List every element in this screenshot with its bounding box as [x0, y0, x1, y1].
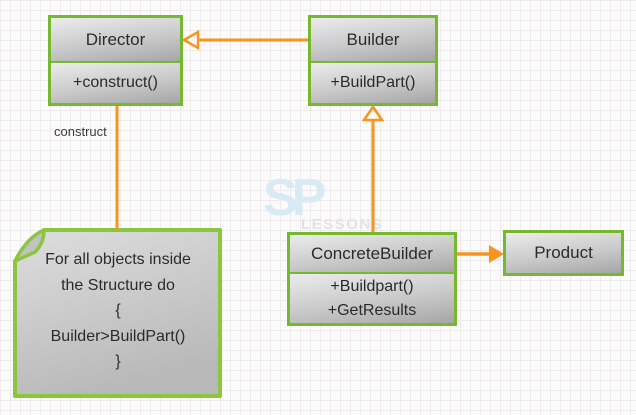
- class-concretebuilder-member: +Buildpart(): [330, 277, 414, 295]
- class-product[interactable]: Product: [503, 230, 624, 276]
- edge-concretebuilder-to-builder[interactable]: [361, 104, 385, 232]
- note-shape[interactable]: [13, 228, 222, 398]
- open-arrowhead-left-icon: [181, 29, 200, 51]
- class-director-title: Director: [51, 18, 180, 61]
- solid-arrowhead-right-icon: [489, 245, 504, 263]
- class-builder-title: Builder: [311, 18, 435, 61]
- class-concretebuilder-title: ConcreteBuilder: [290, 235, 454, 272]
- class-director-member: +construct(): [73, 74, 158, 91]
- edge-builder-to-director[interactable]: [181, 29, 308, 51]
- class-director[interactable]: Director +construct(): [48, 15, 183, 106]
- class-builder[interactable]: Builder +BuildPart(): [308, 15, 438, 106]
- class-product-title: Product: [506, 233, 621, 273]
- class-builder-member: +BuildPart(): [330, 74, 416, 91]
- class-concretebuilder[interactable]: ConcreteBuilder +Buildpart() +GetResults: [287, 232, 457, 326]
- generalization-arrowhead-up-icon: [361, 104, 385, 122]
- edge-concretebuilder-to-product[interactable]: [456, 245, 504, 263]
- class-concretebuilder-member: +GetResults: [327, 301, 417, 319]
- note-folded-corner-icon: [13, 228, 46, 263]
- edge-label-construct: construct: [54, 124, 107, 139]
